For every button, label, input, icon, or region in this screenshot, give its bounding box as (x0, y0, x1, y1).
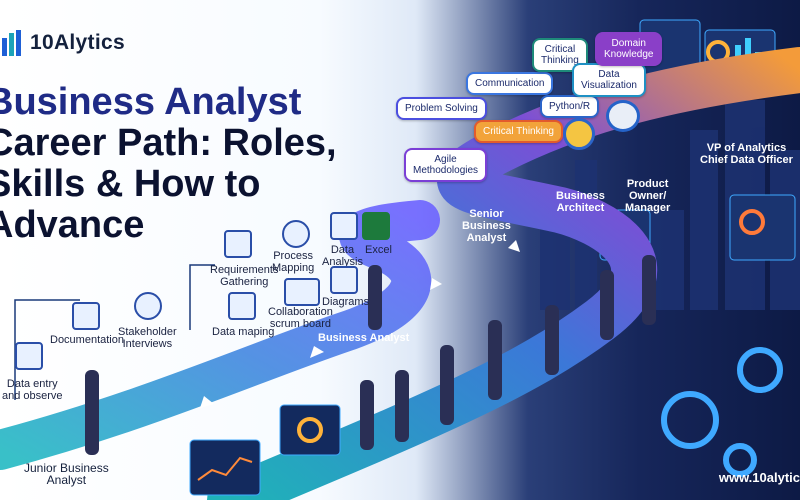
document-icon (72, 302, 100, 330)
headline-line-2: Career Path: Roles, (0, 122, 337, 164)
brand-name: 10Alytics (30, 31, 125, 54)
stage-business-analyst: Business Analyst (318, 332, 410, 344)
r-icon (606, 100, 640, 132)
sql-icon (330, 212, 358, 240)
task-stakeholder: Stakeholder Interviews (118, 326, 177, 350)
task-process-mapping: Process Mapping (272, 250, 315, 274)
task-diagrams: Diagrams (322, 296, 370, 308)
skill-data-viz: Data Visualization (572, 63, 646, 97)
floor-panels (189, 404, 341, 496)
skill-python-r: Python/R (540, 95, 600, 118)
task-data-entry: Data entry and observe (2, 378, 63, 402)
skill-problem-solving: Problem Solving (396, 97, 487, 120)
task-excel: Excel (365, 244, 392, 256)
footer-url: www.10alytic (718, 470, 800, 485)
python-icon (563, 118, 595, 150)
stage-architect: Business Architect (556, 190, 605, 214)
skill-communication: Communication (466, 72, 554, 95)
headline: Business Analyst Career Path: Roles, Ski… (0, 82, 337, 246)
headline-line-3: Skills & How to (0, 163, 261, 205)
database-icon (15, 342, 43, 370)
skill-critical-thinking-2: Critical Thinking (532, 38, 588, 72)
logo-icon (2, 30, 21, 56)
headline-line-4: Advance (0, 204, 145, 246)
task-collaboration: Collaboration scrum board (268, 306, 333, 330)
skill-domain: Domain Knowledge (595, 32, 663, 66)
flowchart-icon (282, 220, 310, 248)
stage-vp: VP of Analytics Chief Data Officer (700, 142, 793, 166)
task-data-analysis: Data Analysis (322, 244, 363, 268)
board-icon (284, 278, 320, 306)
gear-icons (661, 347, 783, 477)
checklist-icon (224, 230, 252, 258)
task-documentation: Documentation (50, 334, 124, 346)
stage-product-owner: Product Owner/ Manager (625, 178, 671, 214)
chart-icon (228, 292, 256, 320)
career-road-lower (0, 200, 440, 470)
skill-critical-thinking: Critical Thinking (474, 120, 563, 143)
task-requirements: Requirements Gathering (210, 264, 279, 288)
headline-line-1: Business Analyst (0, 81, 302, 123)
diagram-icon (330, 266, 358, 294)
stage-junior: Junior Business Analyst (24, 461, 109, 487)
career-road-main (207, 47, 800, 500)
excel-icon (362, 212, 390, 240)
task-data-mapping: Data maping (212, 326, 275, 338)
brand: 10Alytics (2, 30, 125, 56)
walking-people (85, 255, 656, 455)
person-icon (134, 292, 162, 320)
skill-agile: Agile Methodologies (404, 148, 488, 182)
road-arrows (200, 240, 520, 408)
stage-senior: Senior Business Analyst (462, 208, 511, 244)
